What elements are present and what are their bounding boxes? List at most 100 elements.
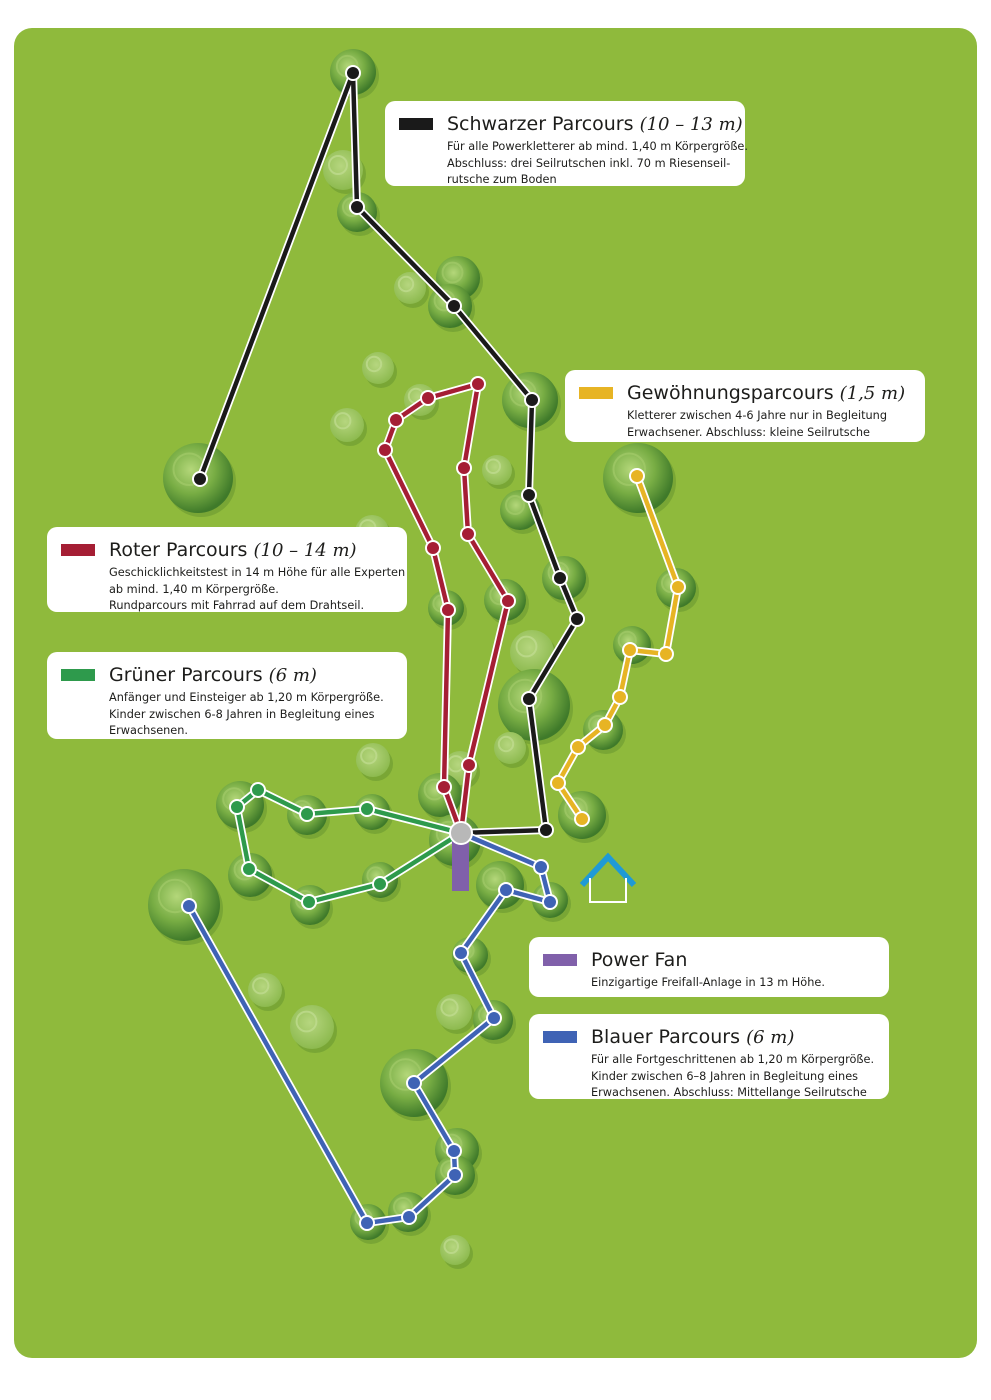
station-gruen: [372, 876, 388, 892]
legend-line: rutsche zum Boden: [447, 173, 557, 186]
station-rot: [436, 779, 452, 795]
power-fan-tower: [452, 841, 469, 891]
tree-icon: [494, 732, 529, 768]
station-gruen: [241, 861, 257, 877]
tree-icon: [356, 743, 393, 781]
legend-line: Erwachsenen. Abschluss: Mittellange Seil…: [591, 1086, 867, 1099]
legend-card-gruen: Grüner Parcours (6 m) Anfänger und Einst…: [47, 652, 407, 739]
legend-line: Kinder zwischen 6-8 Jahren in Begleitung…: [109, 707, 375, 721]
tree-icon: [440, 1235, 473, 1269]
station-gelb: [574, 811, 590, 827]
station-blau: [406, 1075, 422, 1091]
station-rot: [440, 602, 456, 618]
station-schwarz: [569, 611, 585, 627]
legend-swatch-blau: [543, 1031, 577, 1043]
legend-swatch-rot: [61, 544, 95, 556]
legend-swatch-power: [543, 954, 577, 966]
station-rot: [461, 757, 477, 773]
station-schwarz: [192, 471, 208, 487]
station-gruen: [229, 799, 245, 815]
legend-card-blau: Blauer Parcours (6 m) Für alle Fortgesch…: [529, 1014, 889, 1099]
station-rot: [456, 460, 472, 476]
station-rot: [470, 376, 486, 392]
legend-line: Kinder zwischen 6–8 Jahren in Begleitung…: [591, 1069, 859, 1083]
legend-line: Für alle Powerkletterer ab mind. 1,40 m …: [447, 140, 748, 153]
station-schwarz: [349, 199, 365, 215]
legend-name-gruen: Grüner Parcours: [109, 664, 263, 686]
station-gelb: [570, 739, 586, 755]
station-gelb: [612, 689, 628, 705]
station-gelb: [550, 775, 566, 791]
legend-line: Einzigartige Freifall-Anlage in 13 m Höh…: [591, 976, 825, 989]
legend-line: Kletterer zwischen 4-6 Jahre nur in Begl…: [627, 409, 888, 422]
central-hub: [449, 821, 473, 845]
station-gelb: [658, 646, 674, 662]
legend-card-power: Power Fan Einzigartige Freifall-Anlage i…: [529, 937, 889, 997]
legend-desc-gruen: Anfänger und Einsteiger ab 1,20 m Körper…: [109, 690, 393, 740]
legend-swatch-gruen: [61, 669, 95, 681]
legend-desc-schwarz: Für alle Powerkletterer ab mind. 1,40 m …: [447, 139, 748, 189]
station-gruen: [250, 782, 266, 798]
station-schwarz: [524, 392, 540, 408]
station-gelb: [670, 579, 686, 595]
station-rot: [500, 593, 516, 609]
legend-name-blau: Blauer Parcours: [591, 1026, 741, 1048]
station-rot: [425, 540, 441, 556]
station-blau: [401, 1209, 417, 1225]
legend-line: ab mind. 1,40 m Körpergröße.: [109, 582, 279, 596]
legend-line: Abschluss: drei Seilrutschen inkl. 70 m …: [447, 156, 731, 170]
legend-card-schwarz: Schwarzer Parcours (10 – 13 m) Für alle …: [385, 101, 748, 189]
station-blau: [181, 898, 197, 914]
legend-height-schwarz: (10 – 13 m): [639, 114, 743, 135]
legend-card-gelb: Gewöhnungsparcours (1,5 m) Kletterer zwi…: [565, 370, 925, 442]
legend-name-rot: Roter Parcours: [109, 539, 248, 561]
station-gruen: [301, 894, 317, 910]
station-blau: [446, 1143, 462, 1159]
station-gelb: [622, 642, 638, 658]
legend-height-rot: (10 – 14 m): [253, 540, 357, 561]
station-blau: [533, 859, 549, 875]
legend-swatch-gelb: [579, 387, 613, 399]
stations-layer: [181, 65, 686, 1231]
legend-name-schwarz: Schwarzer Parcours: [447, 113, 634, 135]
station-gruen: [359, 801, 375, 817]
legend-desc-blau: Für alle Fortgeschrittenen ab 1,20 m Kör…: [591, 1052, 875, 1102]
station-rot: [388, 412, 404, 428]
legend-height-gruen: (6 m): [268, 665, 317, 686]
legend-swatch-schwarz: [399, 118, 433, 130]
station-rot: [460, 526, 476, 542]
legend-line: Geschicklichkeitstest in 14 m Höhe für a…: [109, 566, 406, 579]
legend-line: Erwachsener. Abschluss: kleine Seilrutsc…: [627, 425, 870, 439]
tree-icon: [394, 272, 429, 308]
tree-icon: [482, 455, 515, 489]
tree-icon: [290, 1005, 337, 1053]
legend-line: Erwachsenen.: [109, 724, 189, 737]
tree-icon: [436, 994, 475, 1034]
station-rot: [377, 442, 393, 458]
station-gelb: [629, 468, 645, 484]
station-schwarz: [521, 691, 537, 707]
station-rot: [420, 390, 436, 406]
station-schwarz: [552, 570, 568, 586]
legend-desc-rot: Geschicklichkeitstest in 14 m Höhe für a…: [109, 565, 406, 615]
station-blau: [359, 1215, 375, 1231]
station-gelb: [597, 717, 613, 733]
station-blau: [453, 945, 469, 961]
station-schwarz: [521, 487, 537, 503]
legend-name-gelb: Gewöhnungsparcours: [627, 382, 834, 404]
legend-card-rot: Roter Parcours (10 – 14 m) Geschicklichk…: [47, 527, 407, 612]
legend-line: Anfänger und Einsteiger ab 1,20 m Körper…: [109, 691, 384, 704]
legend-line: Rundparcours mit Fahrrad auf dem Drahtse…: [109, 599, 365, 612]
legend-name-power: Power Fan: [591, 949, 688, 971]
station-blau: [498, 882, 514, 898]
legend-desc-power: Einzigartige Freifall-Anlage in 13 m Höh…: [591, 975, 875, 992]
station-schwarz: [538, 822, 554, 838]
station-blau: [447, 1167, 463, 1183]
house-icon: [579, 852, 637, 903]
tree-icon: [330, 408, 367, 446]
station-blau: [542, 894, 558, 910]
tree-icon: [362, 352, 397, 388]
legend-line: Für alle Fortgeschrittenen ab 1,20 m Kör…: [591, 1053, 875, 1066]
tree-icon: [248, 973, 285, 1011]
legend-height-blau: (6 m): [746, 1027, 795, 1048]
